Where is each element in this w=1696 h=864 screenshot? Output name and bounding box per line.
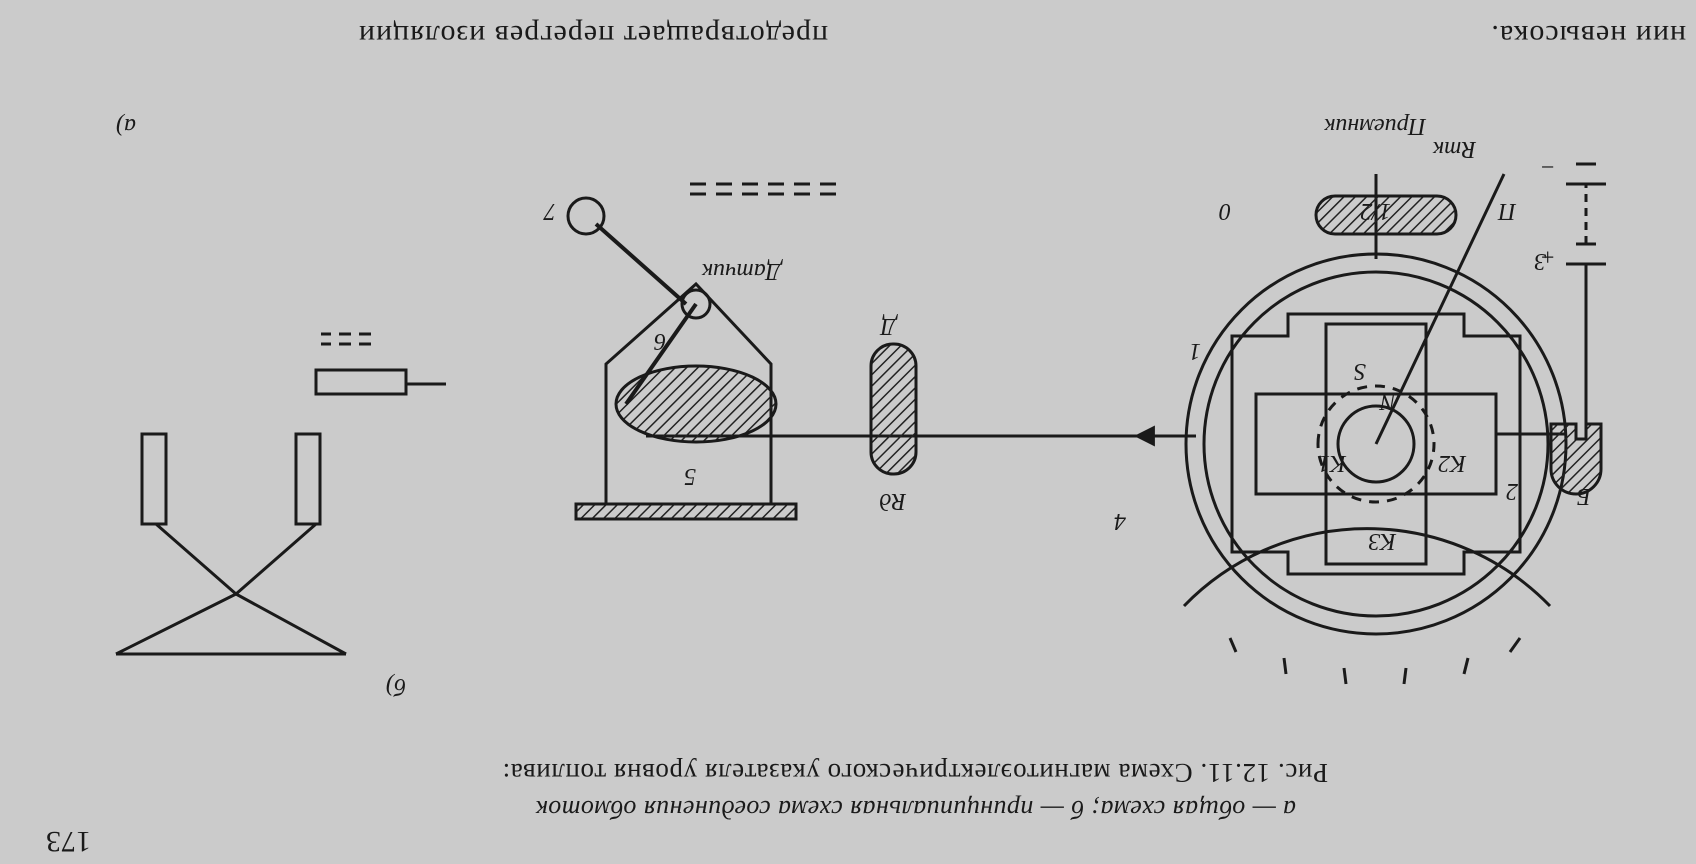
float-lever-pivot [680, 288, 712, 320]
scale-tick [1228, 637, 1238, 653]
part-a-label: а) [116, 113, 136, 139]
receiver-inner-ring [1202, 270, 1550, 618]
scale-tick [1508, 637, 1522, 653]
label-minus: − [1540, 153, 1556, 179]
scale-mark-half: 1/2 [1360, 198, 1391, 224]
scale-arc [1182, 527, 1552, 608]
scale-tick [1282, 657, 1288, 675]
slider-6 [624, 302, 698, 406]
label-k1: К1 [1318, 450, 1347, 476]
scale-tick [1342, 667, 1348, 685]
float-lever [594, 222, 688, 306]
winding-schematic [115, 332, 446, 656]
rheostat-d [314, 368, 408, 396]
label-5: 5 [684, 463, 696, 489]
magnet-field-circle [1316, 384, 1436, 504]
sensor-diagram [566, 182, 836, 521]
label-6: 6 [654, 328, 666, 354]
label-3: 3 [1534, 248, 1547, 274]
label-k3: К3 [1368, 528, 1397, 554]
winding-k1-k3 [115, 592, 237, 656]
rheostat-coil-5 [614, 364, 778, 444]
resistor-r-tk [1314, 194, 1458, 236]
label-b: Б [1577, 483, 1592, 509]
winding-k1 [235, 522, 317, 596]
sensor-base [574, 502, 798, 521]
resistor-r-tk-small [140, 432, 168, 526]
coil-k3 [1324, 322, 1428, 566]
pointer-arrow [1374, 173, 1506, 445]
label-7: 7 [543, 198, 556, 224]
float-7 [566, 196, 606, 236]
label-4: 4 [1114, 508, 1126, 534]
winding-k3 [155, 522, 237, 596]
coil-k1-k2 [1254, 392, 1498, 496]
part-b-label: б) [386, 673, 406, 699]
terminal-b [1549, 422, 1603, 496]
scale-mark-p: П [1497, 198, 1517, 224]
label-2: 2 [1506, 478, 1518, 504]
label-r-d: Rд [879, 488, 907, 514]
label-n: N [1378, 388, 1397, 414]
scale-tick [1462, 657, 1470, 675]
receiver-frame [1230, 312, 1522, 576]
label-s: S [1354, 358, 1366, 384]
label-r-tk: Rтк [1432, 136, 1477, 162]
sensor-label: Датчик [701, 258, 783, 284]
label-k2: К2 [1438, 450, 1467, 476]
permanent-magnet-rotor [1336, 404, 1416, 484]
resistor-r-d [869, 342, 918, 476]
scale-tick [1402, 667, 1408, 685]
label-1: 1 [1189, 338, 1201, 364]
receiver-diagram [646, 162, 1606, 685]
scale-mark-zero: 0 [1219, 198, 1231, 224]
figure-labels: Приемник Датчик а) б) П 1/2 0 Rтк Rд К1 … [116, 113, 1592, 699]
label-d: Д [879, 313, 898, 339]
resistor-r-d-small [294, 432, 322, 526]
winding-k2 [235, 592, 347, 656]
receiver-label: Приемник [1323, 113, 1427, 139]
label-plus: + [1540, 243, 1556, 269]
